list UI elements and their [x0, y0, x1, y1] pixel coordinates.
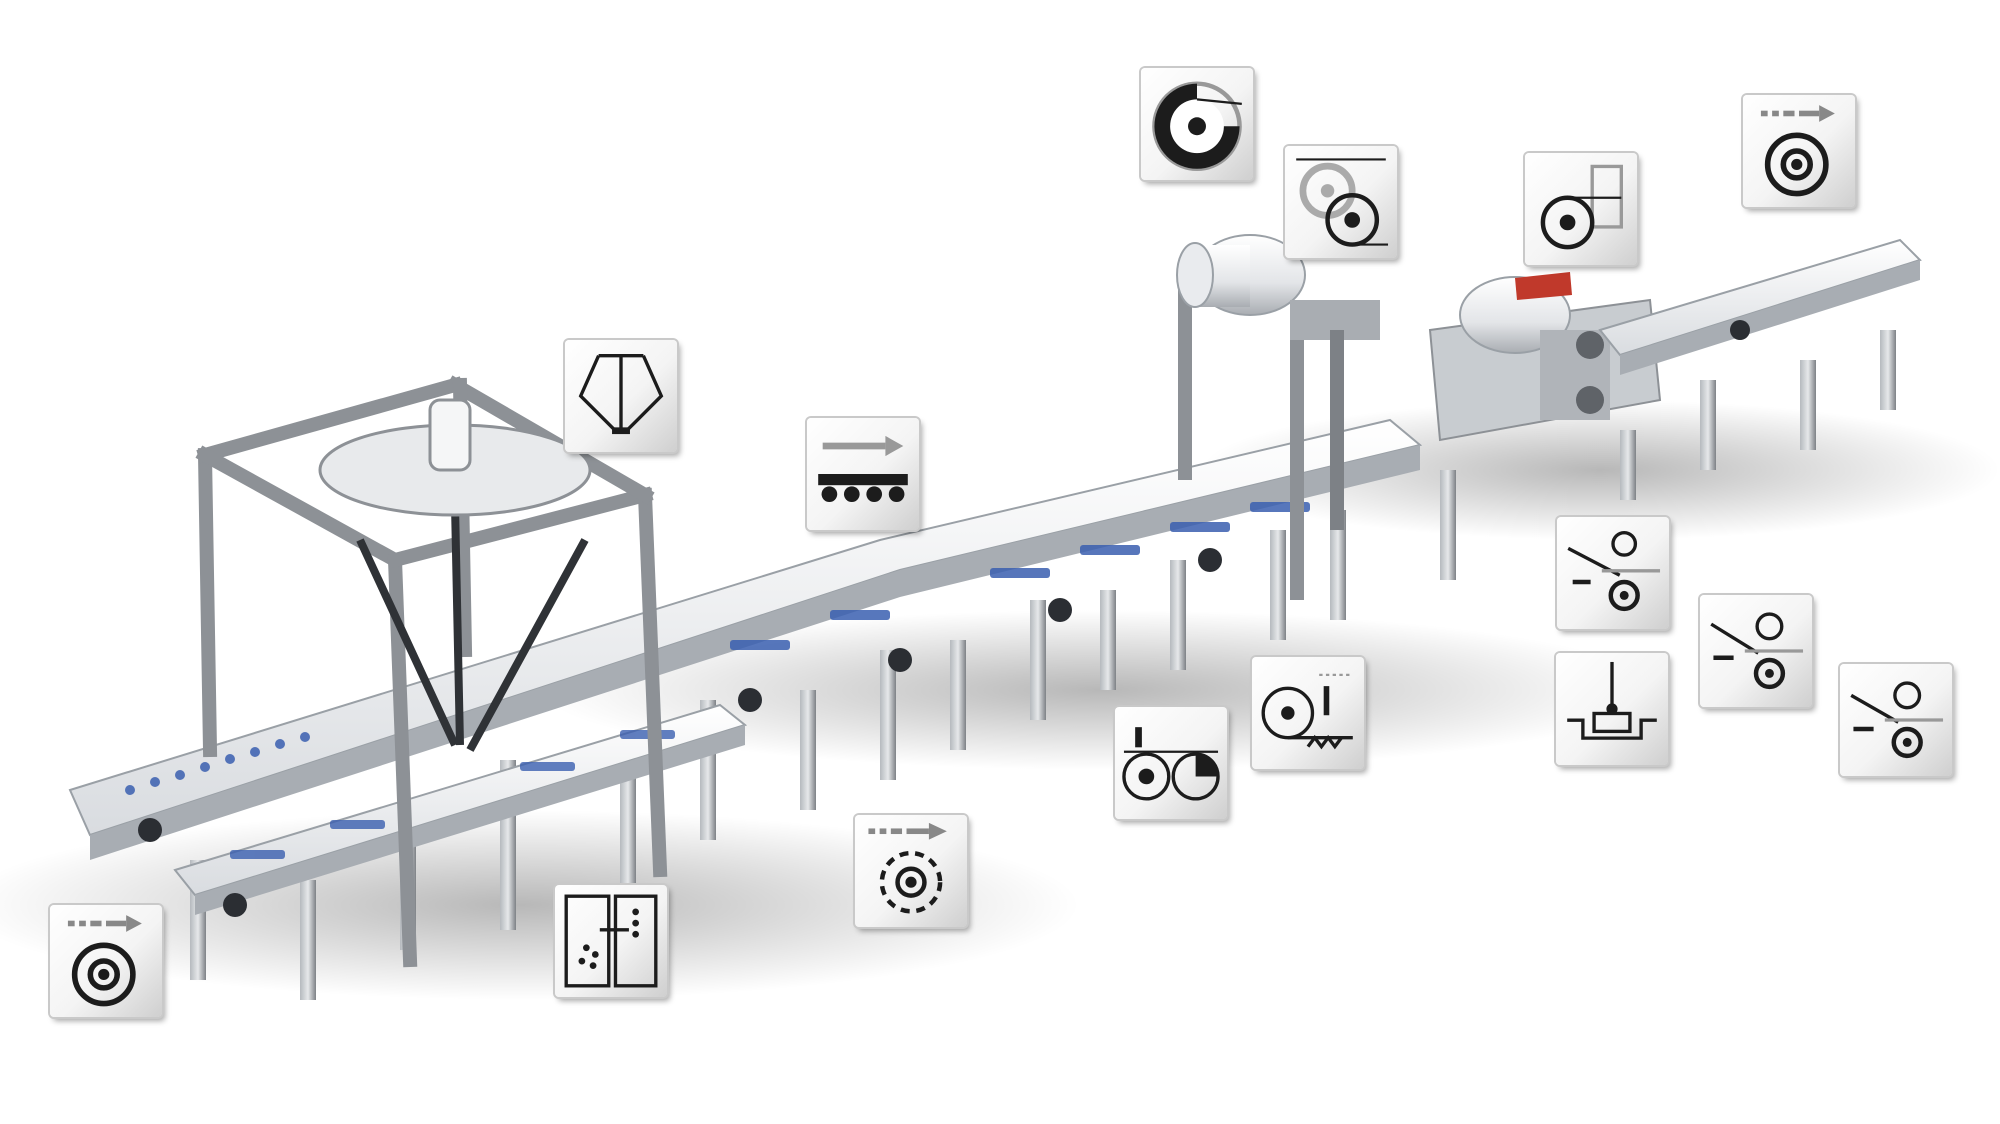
nip-roller-pair-icon — [1115, 707, 1227, 819]
cutting-station — [1428, 272, 1662, 442]
reel-splicer-icon — [1525, 153, 1637, 265]
sealing-station-icon — [1556, 653, 1668, 765]
rotary-knife-icon — [1840, 664, 1952, 776]
delta-robot-arms — [356, 504, 589, 752]
unwind-station — [1176, 234, 1380, 600]
delta-robot-head — [318, 398, 592, 517]
cross-cutter-icon — [1700, 595, 1812, 707]
rotary-knife-icon — [1557, 517, 1669, 629]
rotary-axis-with-feed-arrow-icon — [50, 905, 162, 1017]
web-tension-control-icon — [1252, 657, 1364, 769]
feed-conveyor — [173, 703, 748, 917]
rotary-axis-with-feed-arrow-icon — [1743, 95, 1855, 207]
delta-robot-icon — [565, 340, 677, 452]
twin-roll-unwind-icon — [1285, 146, 1397, 258]
unwinder-reel-icon — [1141, 68, 1253, 180]
product-row — [125, 502, 1310, 795]
main-conveyor — [68, 418, 1423, 860]
vision-inspection-icon — [555, 885, 667, 997]
delta-robot-frame — [195, 375, 668, 968]
linear-conveyor-rollers-icon — [807, 418, 919, 530]
outfeed-conveyor — [1598, 238, 1922, 375]
rotary-indexing-axis-icon — [855, 815, 967, 927]
